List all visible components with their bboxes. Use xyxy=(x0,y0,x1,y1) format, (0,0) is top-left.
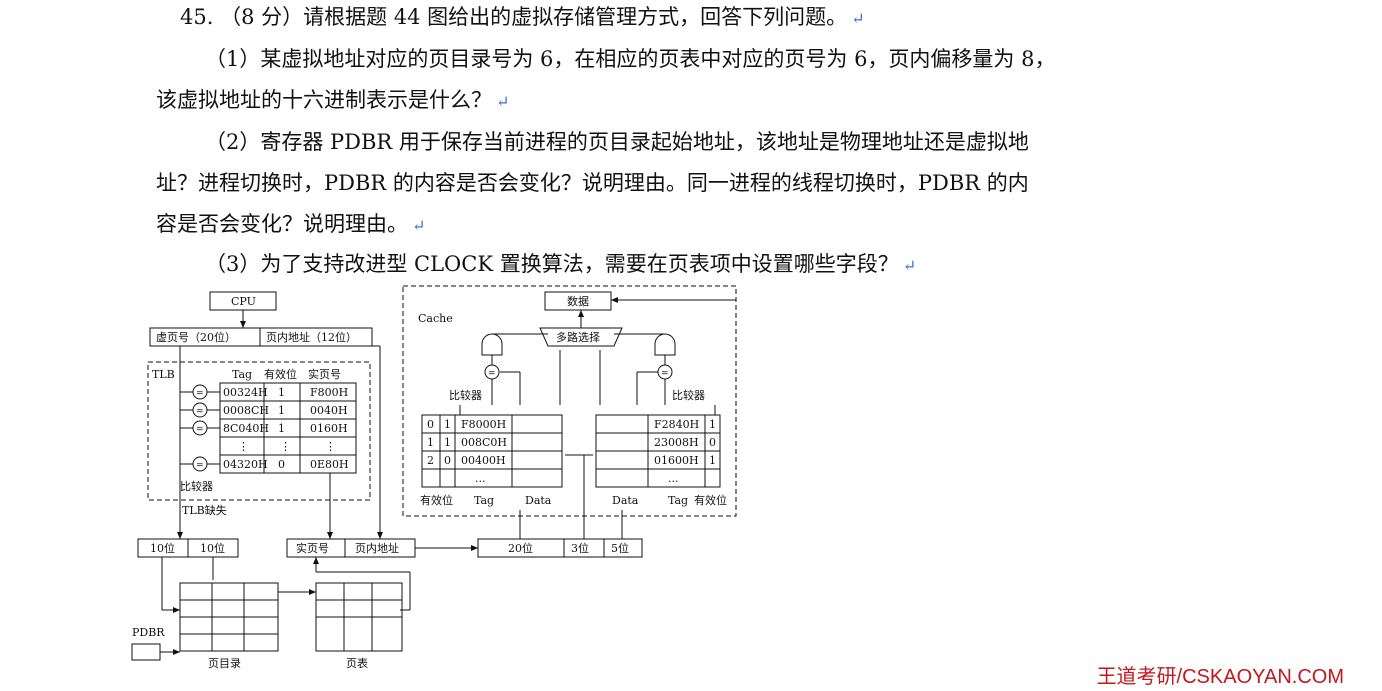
svg-text:=: = xyxy=(488,369,496,379)
addr-3-label: 3位 xyxy=(571,541,589,555)
tlb-row-2: 8C040H 1 0160H xyxy=(223,422,348,435)
cache-right-col-data: Data xyxy=(612,494,639,507)
svg-text:0: 0 xyxy=(427,418,434,431)
svg-text:1: 1 xyxy=(278,422,285,435)
question-line-7: （3）为了支持改进型 CLOCK 置换算法，需要在页表项中设置哪些字段？↵ xyxy=(205,252,917,276)
svg-text:2: 2 xyxy=(427,454,434,467)
svg-text:0: 0 xyxy=(709,436,716,449)
virtual-memory-diagram: CPU 虚页号（20位） 页内地址（12位） TLB Tag 有效位 实页号 0… xyxy=(131,285,737,670)
page-table-label: 页表 xyxy=(346,656,368,670)
tlb-row-3: ⋮ ⋮ ⋮ xyxy=(238,440,336,453)
real-page-label: 实页号 xyxy=(296,541,329,555)
svg-text:1: 1 xyxy=(427,436,434,449)
svg-text:0008CH: 0008CH xyxy=(223,404,269,417)
table-index-label: 10位 xyxy=(200,541,225,555)
tlb-col-tag: Tag xyxy=(232,368,252,381)
question-line-3: 该虚拟地址的十六进制表示是什么？↵ xyxy=(156,88,510,112)
svg-text:1: 1 xyxy=(709,454,716,467)
svg-text:1: 1 xyxy=(444,436,451,449)
svg-text:⋮: ⋮ xyxy=(325,440,336,453)
cache-left-col-tag: Tag xyxy=(474,494,494,507)
svg-text:00400H: 00400H xyxy=(461,454,506,467)
mux-box xyxy=(539,327,623,347)
svg-text:=: = xyxy=(661,369,669,379)
addr-20-label: 20位 xyxy=(508,541,533,555)
question-line-1: 45. （8 分）请根据题 44 图给出的虚拟存储管理方式，回答下列问题。↵ xyxy=(180,5,865,29)
svg-text:...: ... xyxy=(668,472,679,485)
cache-comparator-left: 比较器 xyxy=(449,388,482,402)
svg-text:8C040H: 8C040H xyxy=(223,422,269,435)
pdbr-label: PDBR xyxy=(132,626,165,639)
svg-text:0160H: 0160H xyxy=(310,422,348,435)
mux-label: 多路选择 xyxy=(556,330,600,344)
tlb-label: TLB xyxy=(152,368,175,381)
cache-left-col-data: Data xyxy=(525,494,552,507)
tlb-row-4: 04320H 0 0E80H xyxy=(223,458,349,471)
cache-label: Cache xyxy=(418,312,453,325)
svg-text:0E80H: 0E80H xyxy=(310,458,349,471)
tlb-row-1: 0008CH 1 0040H xyxy=(223,404,348,417)
tlb-miss-label: TLB缺失 xyxy=(182,503,227,517)
footer-brand: 王道考研/CSKAOYAN.COM xyxy=(1096,666,1344,688)
svg-text:1: 1 xyxy=(444,418,451,431)
svg-text:=: = xyxy=(196,389,204,399)
cache-left-row-1: 1 1 008C0H xyxy=(427,436,507,449)
tlb-col-valid: 有效位 xyxy=(264,367,297,381)
svg-text:F2840H: F2840H xyxy=(654,418,699,431)
dir-index-label: 10位 xyxy=(150,541,175,555)
svg-text:=: = xyxy=(196,425,204,435)
cache-left-row-2: 2 0 00400H xyxy=(427,454,506,467)
svg-text:04320H: 04320H xyxy=(223,458,268,471)
cache-right-col-tag: Tag xyxy=(668,494,688,507)
svg-text:1: 1 xyxy=(278,386,285,399)
svg-text:0040H: 0040H xyxy=(310,404,348,417)
page-offset-label: 页内地址（12位） xyxy=(266,330,357,344)
svg-text:0: 0 xyxy=(278,458,285,471)
tlb-col-page: 实页号 xyxy=(308,367,341,381)
cache-right-row-2: 01600H 1 xyxy=(654,454,716,467)
tlb-row-0: 00324H 1 F800H xyxy=(223,386,348,399)
cache-left-row-0: 0 1 F8000H xyxy=(427,418,506,431)
svg-text:0: 0 xyxy=(444,454,451,467)
cache-right-row-1: 23008H 0 xyxy=(654,436,716,449)
virtual-page-label: 虚页号（20位） xyxy=(156,330,236,344)
svg-text:...: ... xyxy=(475,472,486,485)
tlb-comparator-label: 比较器 xyxy=(180,479,213,493)
svg-text:⋮: ⋮ xyxy=(280,440,291,453)
svg-text:=: = xyxy=(196,407,204,417)
page-dir-label: 页目录 xyxy=(208,657,241,670)
cache-right-row-3: ... xyxy=(668,472,679,485)
question-line-2: （1）某虚拟地址对应的页目录号为 6，在相应的页表中对应的页号为 6，页内偏移量… xyxy=(205,47,1056,71)
svg-text:1: 1 xyxy=(278,404,285,417)
svg-text:008C0H: 008C0H xyxy=(461,436,507,449)
data-box-label: 数据 xyxy=(567,294,589,308)
cache-right-row-0: F2840H 1 xyxy=(654,418,716,431)
question-line-4: （2）寄存器 PDBR 用于保存当前进程的页目录起始地址，该地址是物理地址还是虚… xyxy=(205,130,1029,154)
cache-region xyxy=(402,285,737,517)
svg-text:01600H: 01600H xyxy=(654,454,699,467)
svg-text:=: = xyxy=(196,461,204,471)
svg-text:23008H: 23008H xyxy=(654,436,699,449)
cpu-label: CPU xyxy=(231,295,256,308)
svg-text:F8000H: F8000H xyxy=(461,418,506,431)
question-line-5: 址？进程切换时，PDBR 的内容是否会变化？说明理由。同一进程的线程切换时，PD… xyxy=(156,171,1029,195)
cache-right-col-valid: 有效位 xyxy=(694,493,727,507)
cache-comparator-right: 比较器 xyxy=(672,388,705,402)
tlb-region xyxy=(147,361,371,501)
cache-left-col-valid: 有效位 xyxy=(420,493,453,507)
svg-text:⋮: ⋮ xyxy=(238,440,249,453)
cache-left-row-3: ... xyxy=(475,472,486,485)
addr-5-label: 5位 xyxy=(611,541,629,555)
svg-text:F800H: F800H xyxy=(310,386,348,399)
svg-text:00324H: 00324H xyxy=(223,386,268,399)
real-offset-label: 页内地址 xyxy=(355,541,399,555)
svg-text:1: 1 xyxy=(709,418,716,431)
question-line-6: 容是否会变化？说明理由。↵ xyxy=(156,212,426,236)
